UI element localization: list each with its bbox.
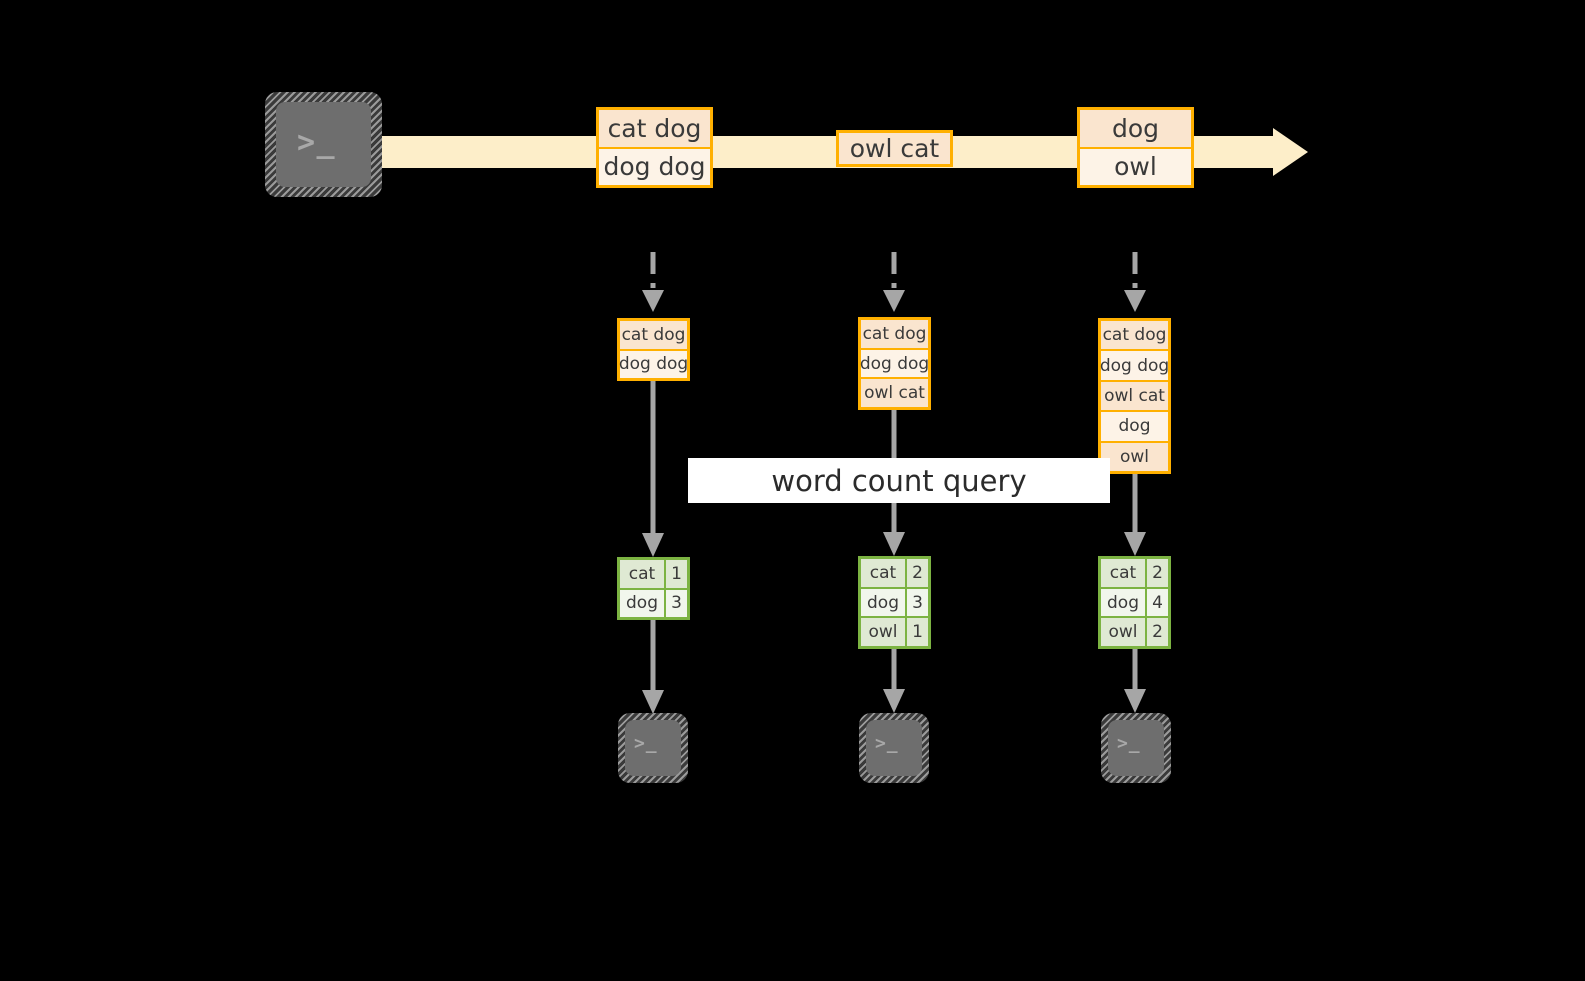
terminal-prompt-glyph: >_	[297, 125, 337, 160]
result-word: cat	[861, 559, 905, 587]
result-word: owl	[861, 618, 905, 647]
result-count: 3	[905, 588, 928, 617]
result-row: dog 3	[620, 587, 687, 617]
result-word: dog	[861, 588, 905, 617]
accumulated-input-row: dog	[1101, 410, 1168, 441]
result-row: cat 2	[1101, 559, 1168, 587]
stream-batch-row: dog dog	[599, 146, 710, 185]
result-count: 2	[1145, 559, 1168, 587]
stream-batch-row: dog	[1080, 110, 1191, 147]
accumulated-input-row: dog dog	[619, 348, 688, 378]
result-word: dog	[620, 589, 664, 617]
stream-batch-1: cat dog dog dog	[596, 107, 713, 188]
result-table-2: cat 2 dog 3 owl 1	[858, 556, 931, 649]
terminal-body	[866, 720, 922, 776]
accumulated-input-3: cat dog dog dog owl cat dog owl	[1098, 318, 1171, 474]
result-row: cat 2	[861, 559, 928, 587]
query-label-banner: word count query	[688, 458, 1110, 503]
terminal-prompt-glyph: >_	[634, 733, 658, 754]
stream-batch-row: owl	[1080, 146, 1191, 185]
result-table-1: cat 1 dog 3	[617, 557, 690, 620]
result-word: cat	[1101, 559, 1145, 587]
trigger-connector-1	[642, 252, 664, 312]
result-count: 1	[905, 618, 928, 647]
accumulated-input-row: cat dog	[861, 320, 928, 348]
accumulated-input-row: cat dog	[1101, 321, 1168, 350]
result-count: 2	[905, 559, 928, 587]
result-row: cat 1	[620, 560, 687, 588]
sink-terminal-icon-3: >_	[1101, 713, 1171, 783]
accumulated-input-row: owl	[1101, 440, 1168, 472]
stream-batch-3: dog owl	[1077, 107, 1194, 188]
trigger-connector-2	[883, 252, 905, 312]
result-count: 4	[1145, 588, 1168, 617]
stream-batch-row: owl cat	[839, 133, 950, 164]
query-connector-1	[642, 381, 664, 557]
sink-terminal-icon-1: >_	[618, 713, 688, 783]
sink-connector-1	[642, 620, 664, 714]
accumulated-input-row: owl cat	[1101, 379, 1168, 411]
stream-batch-2: owl cat	[836, 130, 953, 167]
source-terminal-icon: >_	[265, 92, 382, 197]
result-row: dog 4	[1101, 586, 1168, 617]
sink-connector-3	[1124, 649, 1146, 713]
sink-terminal-icon-2: >_	[859, 713, 929, 783]
result-table-3: cat 2 dog 4 owl 2	[1098, 556, 1171, 649]
result-count: 2	[1145, 618, 1168, 647]
result-row: dog 3	[861, 586, 928, 617]
query-connector-3	[1124, 474, 1146, 556]
terminal-body	[1108, 720, 1164, 776]
terminal-body	[276, 102, 371, 187]
terminal-prompt-glyph: >_	[875, 733, 899, 754]
accumulated-input-row: owl cat	[861, 377, 928, 408]
accumulated-input-2: cat dog dog dog owl cat	[858, 317, 931, 410]
sink-connector-2	[883, 649, 905, 713]
trigger-connector-3	[1124, 252, 1146, 312]
accumulated-input-row: dog dog	[860, 347, 929, 378]
stream-batch-row: cat dog	[599, 110, 710, 147]
result-word: cat	[620, 560, 664, 588]
result-word: owl	[1101, 618, 1145, 647]
result-count: 1	[664, 560, 687, 588]
terminal-body	[625, 720, 681, 776]
result-row: owl 2	[1101, 616, 1168, 647]
query-label-text: word count query	[771, 463, 1027, 498]
result-word: dog	[1101, 588, 1145, 617]
accumulated-input-1: cat dog dog dog	[617, 318, 690, 381]
accumulated-input-row: cat dog	[620, 321, 687, 349]
result-count: 3	[664, 589, 687, 617]
accumulated-input-row: dog dog	[1100, 349, 1169, 380]
result-row: owl 1	[861, 616, 928, 647]
terminal-prompt-glyph: >_	[1117, 733, 1141, 754]
